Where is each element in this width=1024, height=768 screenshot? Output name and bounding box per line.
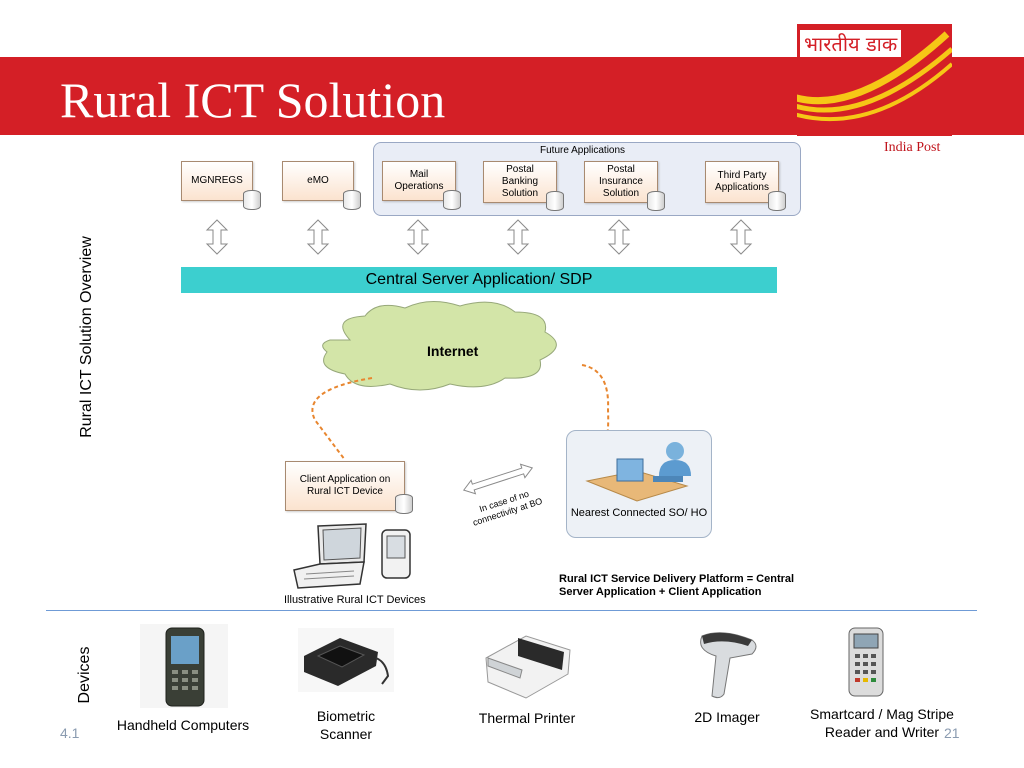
database-icon xyxy=(546,191,564,211)
database-icon xyxy=(343,190,361,210)
client-application-label: Client Application on Rural ICT Device xyxy=(299,474,391,497)
double-arrow-icon xyxy=(607,219,631,255)
app-box-emo: eMO xyxy=(282,161,354,201)
slide-title: Rural ICT Solution xyxy=(60,72,446,128)
double-arrow-icon xyxy=(306,219,330,255)
database-icon xyxy=(243,190,261,210)
app-label-thirdparty: Third Party Applications xyxy=(715,170,769,193)
app-box-thirdparty: Third Party Applications xyxy=(705,161,779,203)
app-label-emo: eMO xyxy=(307,175,329,186)
app-box-banking: Postal Banking Solution xyxy=(483,161,557,203)
dashed-link-left xyxy=(311,377,373,461)
biometric-scanner-icon xyxy=(298,628,394,692)
office-worker-icon xyxy=(585,442,691,502)
pda-icon xyxy=(381,529,411,579)
central-server-bar: Central Server Application/ SDP xyxy=(181,267,777,293)
device-label-printer: Thermal Printer xyxy=(478,710,576,726)
section-divider xyxy=(46,610,977,611)
database-icon xyxy=(395,494,413,514)
app-box-insurance: Postal Insurance Solution xyxy=(584,161,658,203)
handheld-computer-icon xyxy=(140,624,228,708)
app-label-mail: Mail Operations xyxy=(394,169,444,192)
nearest-so-box: Nearest Connected SO/ HO xyxy=(566,430,712,538)
logo-english-text: India Post xyxy=(884,140,941,155)
app-label-insurance: Postal Insurance Solution xyxy=(599,164,643,199)
laptop-and-pda-icons xyxy=(293,523,411,589)
devices-caption: Illustrative Rural ICT Devices xyxy=(284,594,426,606)
device-label-card-reader: Smartcard / Mag Stripe Reader and Writer xyxy=(810,706,954,740)
future-applications-label: Future Applications xyxy=(540,145,626,156)
double-arrow-icon xyxy=(729,219,753,255)
card-reader-icon xyxy=(848,627,884,697)
internet-cloud-icon xyxy=(322,301,557,391)
app-box-mgnregs: MGNREGS xyxy=(181,161,253,201)
connectivity-arrow-icon xyxy=(462,463,534,495)
app-box-mail: Mail Operations xyxy=(382,161,456,201)
footer-page-number: 21 xyxy=(944,725,960,741)
database-icon xyxy=(647,191,665,211)
app-label-banking: Postal Banking Solution xyxy=(501,164,539,199)
double-arrow-icon xyxy=(406,219,430,255)
double-arrow-icon xyxy=(506,219,530,255)
double-arrow-icon xyxy=(205,219,229,255)
logo-hindi-text: भारतीय डाक xyxy=(800,30,902,57)
database-icon xyxy=(768,191,786,211)
laptop-icon xyxy=(293,523,367,589)
app-label-mgnregs: MGNREGS xyxy=(191,175,243,186)
device-label-biometric: Biometric Scanner xyxy=(316,708,376,742)
device-label-imager: 2D Imager xyxy=(694,709,760,725)
footer-section-number: 4.1 xyxy=(60,725,80,741)
platform-note: Rural ICT Service Delivery Platform = Ce… xyxy=(559,573,795,598)
device-label-handheld: Handheld Computers xyxy=(116,717,250,733)
database-icon xyxy=(443,190,461,210)
thermal-printer-icon xyxy=(485,635,571,699)
client-application-box: Client Application on Rural ICT Device xyxy=(285,461,405,511)
barcode-imager-icon xyxy=(700,632,757,699)
nearest-so-label: Nearest Connected SO/ HO xyxy=(570,507,708,519)
internet-label: Internet xyxy=(427,343,479,359)
